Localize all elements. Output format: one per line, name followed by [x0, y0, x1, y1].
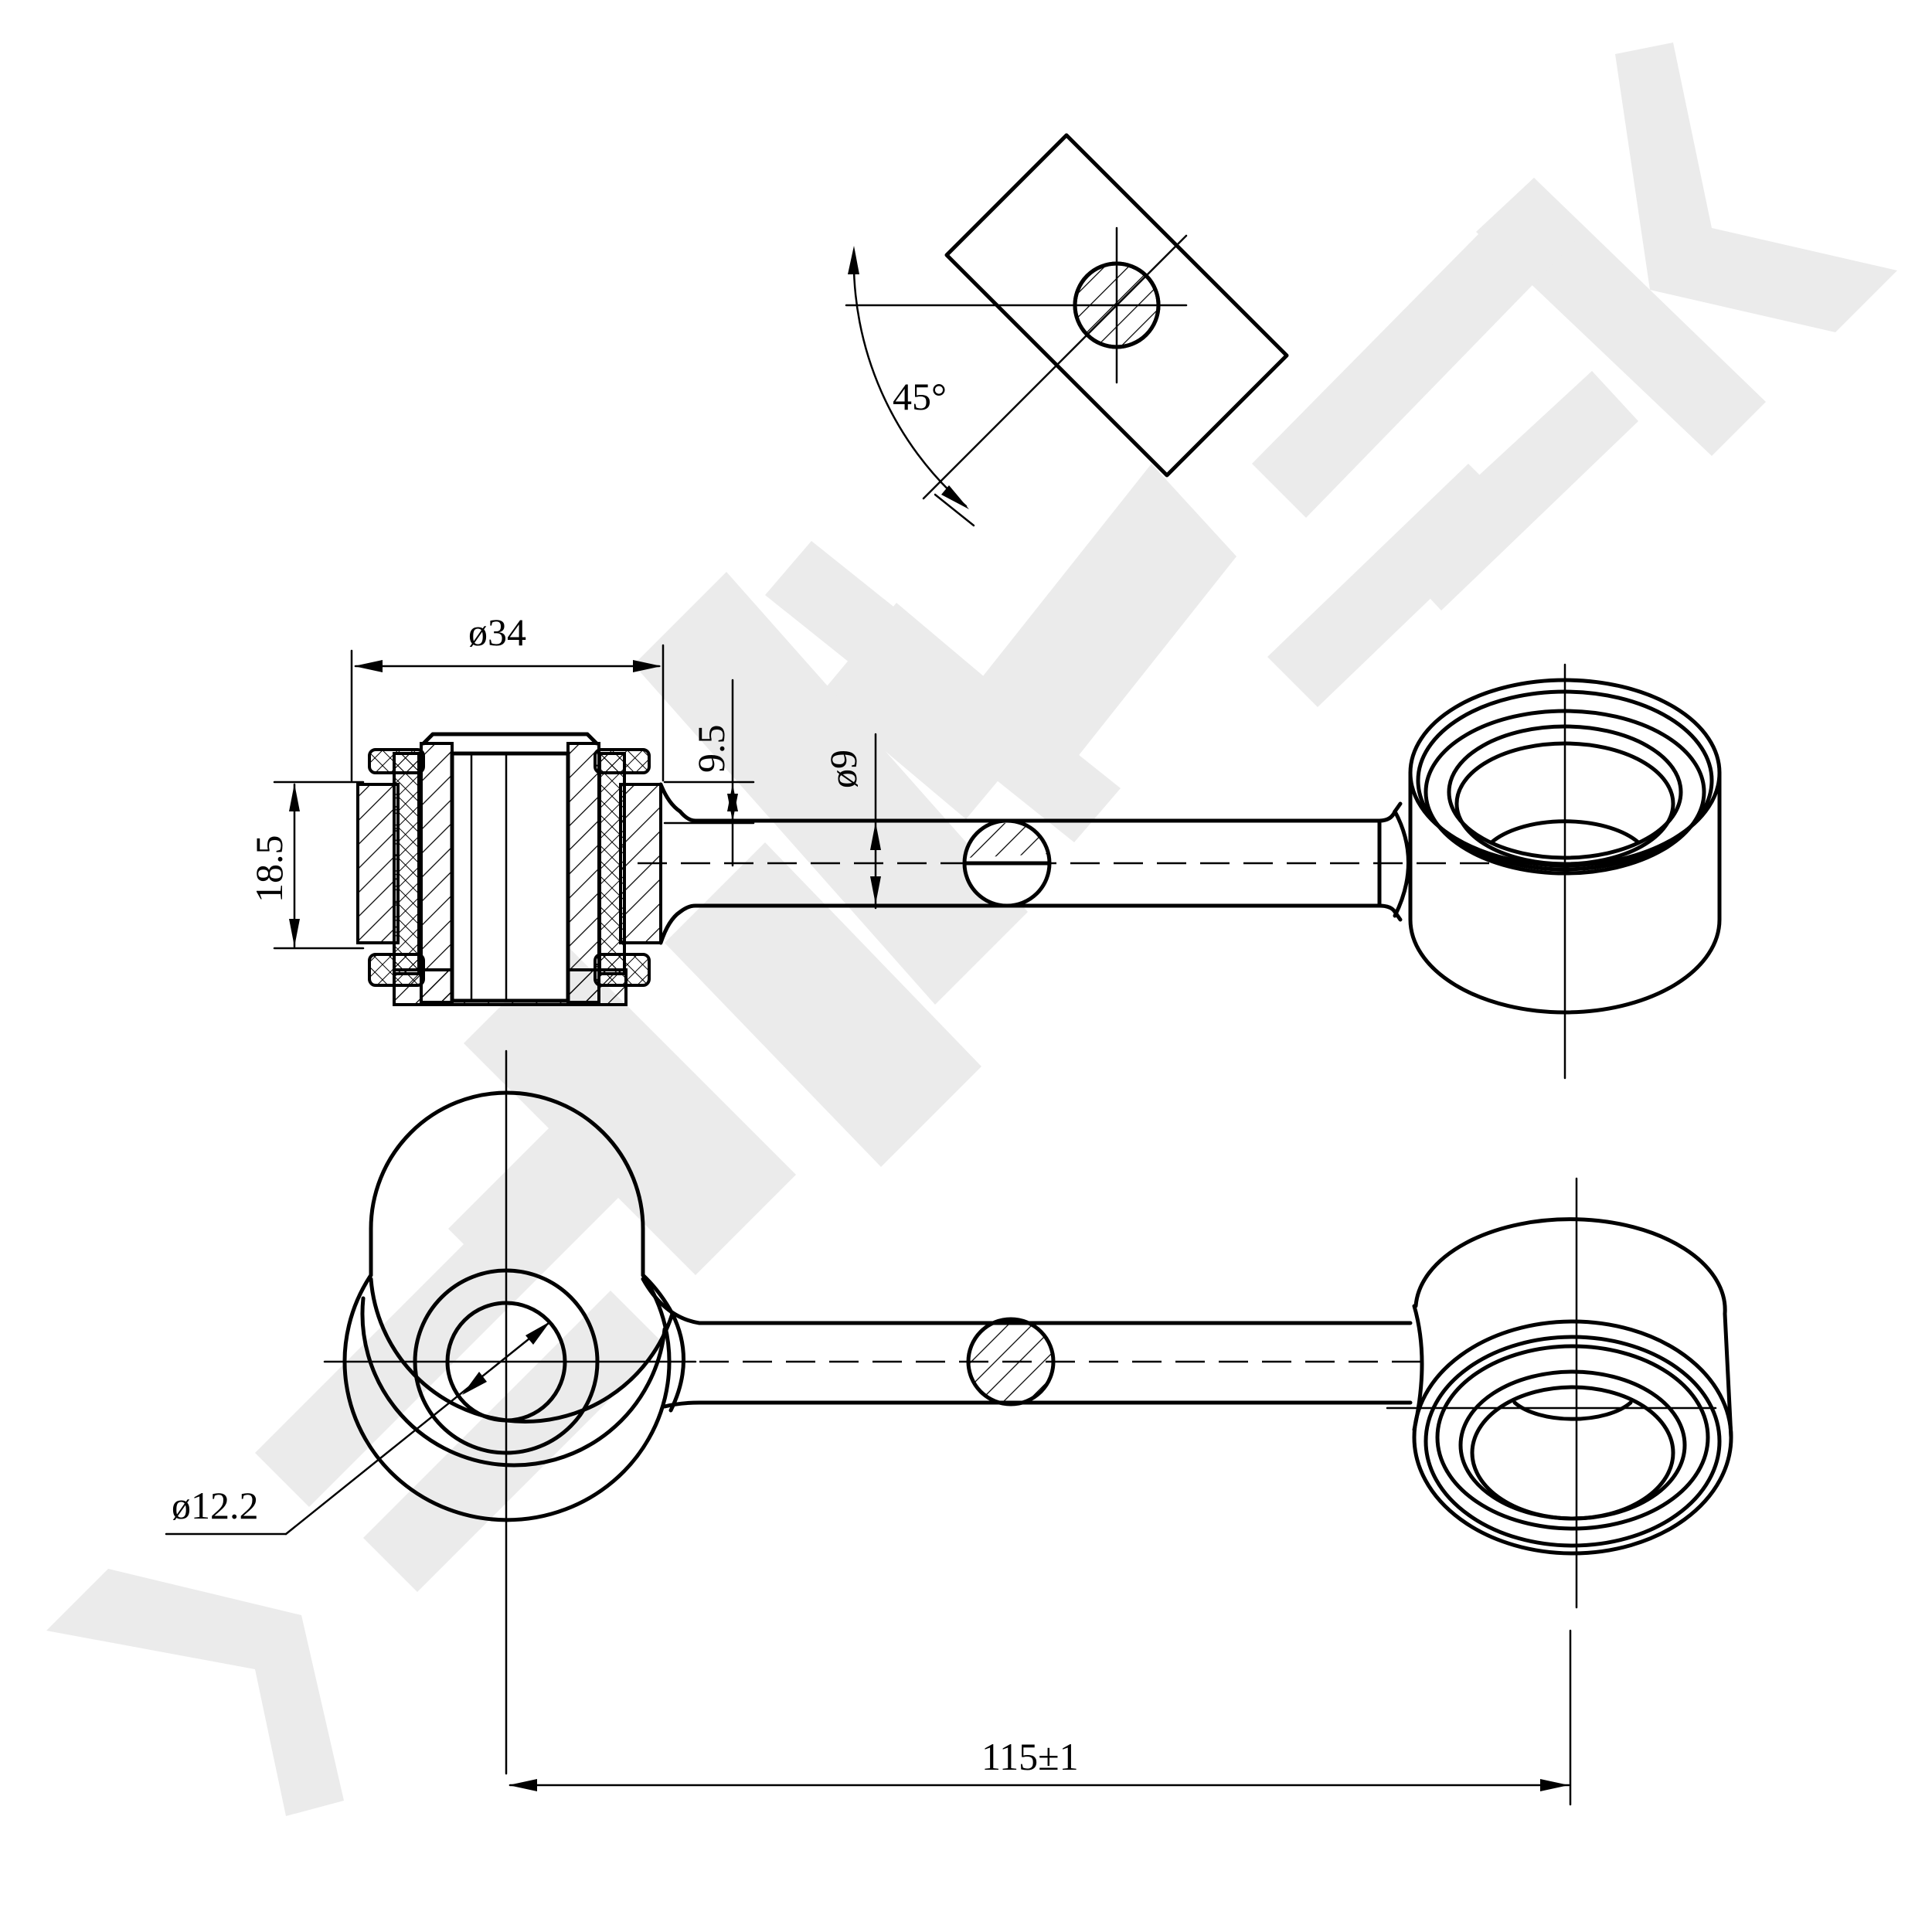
dim-bore-diameter: ø12.2 [172, 1484, 259, 1527]
bushing-section [356, 732, 662, 1006]
plan-view [323, 1049, 1733, 1775]
dim-bushing-height: 18.5 [247, 835, 291, 903]
dim-rod-diameter: ø9 [821, 750, 865, 788]
section-view: 45° [845, 133, 1289, 527]
dim-shoulder-width: 9.5 [689, 725, 733, 774]
ring-upper [1408, 663, 1722, 1080]
dimensions: ø34 9.5 ø9 18.5 ø12.2 115±1 [165, 611, 1572, 1806]
angle-label: 45° [893, 375, 947, 418]
side-view [356, 663, 1722, 1080]
dim-center-distance: 115±1 [981, 1735, 1079, 1778]
dim-outer-diameter: ø34 [468, 611, 526, 654]
